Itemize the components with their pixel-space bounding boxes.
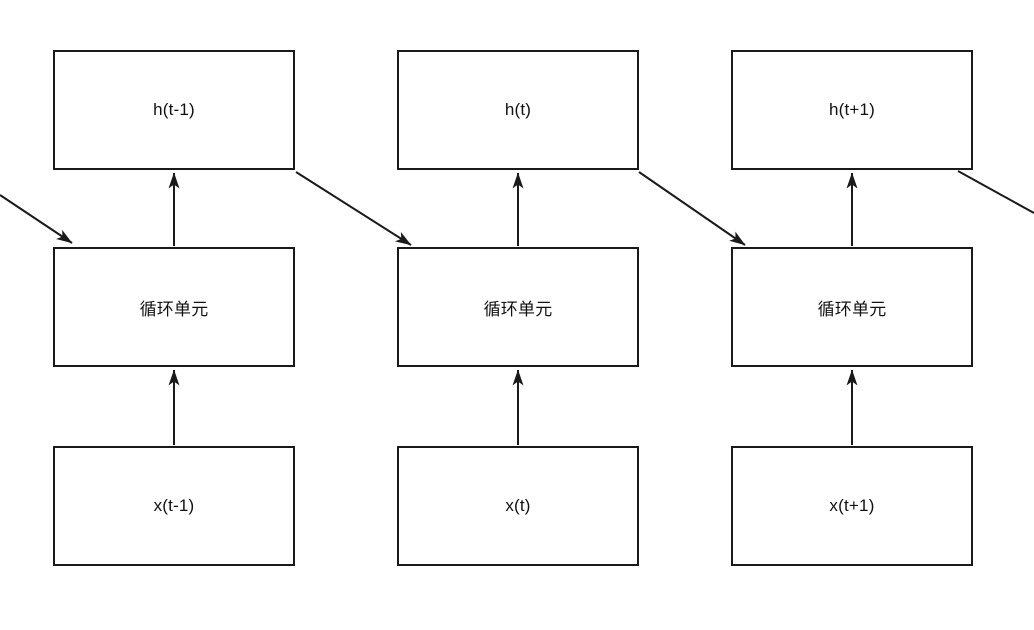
node-recurrent-unit-t-minus-1-label: 循环单元: [139, 299, 209, 319]
node-x-t-label: x(t): [505, 496, 531, 515]
edge-incoming-from-left: [0, 194, 73, 244]
node-h-t-plus-1: h(t+1): [731, 50, 973, 170]
node-x-t-minus-1-label: x(t-1): [153, 496, 195, 515]
node-h-t-minus-1: h(t-1): [53, 50, 295, 170]
edge-outgoing-right: [957, 170, 1034, 214]
node-x-t-minus-1: x(t-1): [53, 446, 295, 566]
node-recurrent-unit-t-plus-1: 循环单元: [731, 247, 973, 367]
node-x-t-plus-1: x(t+1): [731, 446, 973, 566]
node-recurrent-unit-t-minus-1: 循环单元: [53, 247, 295, 367]
node-recurrent-unit-t-plus-1-label: 循环单元: [817, 299, 887, 319]
node-recurrent-unit-t-label: 循环单元: [483, 299, 553, 319]
edge-hidden-t-minus-1-to-unit-t: [295, 171, 412, 246]
node-h-t-plus-1-label: h(t+1): [828, 100, 876, 119]
node-h-t-minus-1-label: h(t-1): [153, 100, 195, 119]
node-recurrent-unit-t: 循环单元: [397, 247, 639, 367]
edge-hidden-t-to-unit-t-plus-1: [638, 171, 746, 246]
node-h-t: h(t): [397, 50, 639, 170]
node-x-t-plus-1-label: x(t+1): [829, 496, 875, 515]
node-x-t: x(t): [397, 446, 639, 566]
node-h-t-label: h(t): [504, 100, 532, 119]
